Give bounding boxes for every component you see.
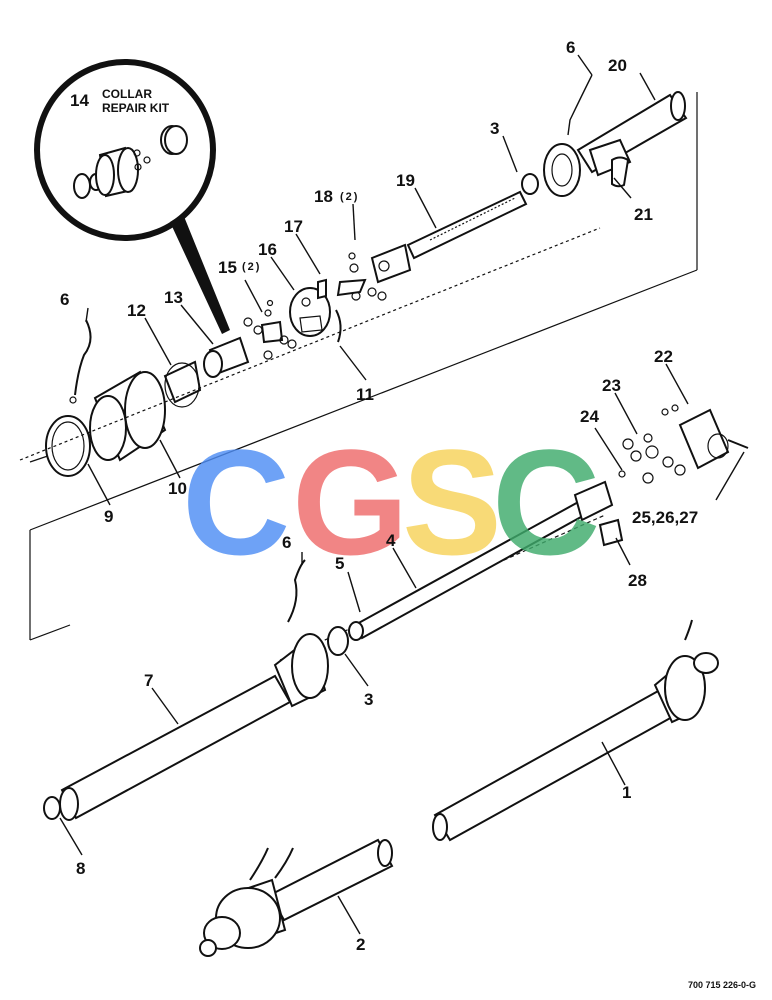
callout-19: 19 [396,171,415,190]
callout-16: 16 [258,240,277,259]
kit-title-line2: REPAIR KIT [102,101,170,115]
callout-14: 14 [70,91,89,110]
shaft-assembly-2 [199,838,394,957]
callout-17: 17 [284,217,303,236]
callout-22: 22 [654,347,673,366]
callout-15-qty: (2) [242,261,261,273]
callout-12: 12 [127,301,146,320]
callout-6-left: 6 [60,290,69,309]
upper-assembly [163,91,688,408]
yoke-assembly-22 [618,404,749,484]
callout-13: 13 [164,288,183,307]
callout-labels: 6 20 3 21 19 18 (2) 17 16 15 (2) 11 13 1… [60,38,756,990]
callout-24: 24 [580,407,599,426]
callout-28: 28 [628,571,647,590]
watermark-letter-c1: C [182,418,290,586]
collar-repair-kit-detail [34,59,230,334]
callout-1: 1 [622,783,631,802]
callout-11: 11 [356,385,374,404]
inner-tube-4 [327,480,624,656]
callout-3-lower: 3 [364,690,373,709]
callout-7: 7 [144,671,153,690]
callout-20: 20 [608,56,627,75]
shaft-assembly-1 [432,619,719,842]
callout-8: 8 [76,859,85,878]
callout-21: 21 [634,205,653,224]
leader-lines [59,54,745,935]
callout-18: 18 [314,187,333,206]
watermark-letter-s: S [402,418,502,586]
callout-3-upper: 3 [490,119,499,138]
callout-15: 15 [218,258,237,277]
kit-title-line1: COLLAR [102,87,152,101]
callout-4: 4 [386,531,396,550]
watermark-letter-c2: C [492,418,600,586]
callout-2: 2 [356,935,365,954]
callout-5: 5 [335,554,344,573]
callout-25-26-27: 25,26,27 [632,508,698,527]
watermark: C G S C [182,418,600,586]
watermark-letter-g: G [292,418,409,586]
callout-6-lower: 6 [282,533,291,552]
drawing-number: 700 715 226-0-G [688,980,756,990]
callout-9: 9 [104,507,113,526]
callout-18-qty: (2) [340,191,359,203]
callout-23: 23 [602,376,621,395]
callout-10: 10 [168,479,187,498]
guard-cone-assembly [19,227,601,477]
callout-6-upper: 6 [566,38,575,57]
outer-tube-7 [43,559,329,821]
